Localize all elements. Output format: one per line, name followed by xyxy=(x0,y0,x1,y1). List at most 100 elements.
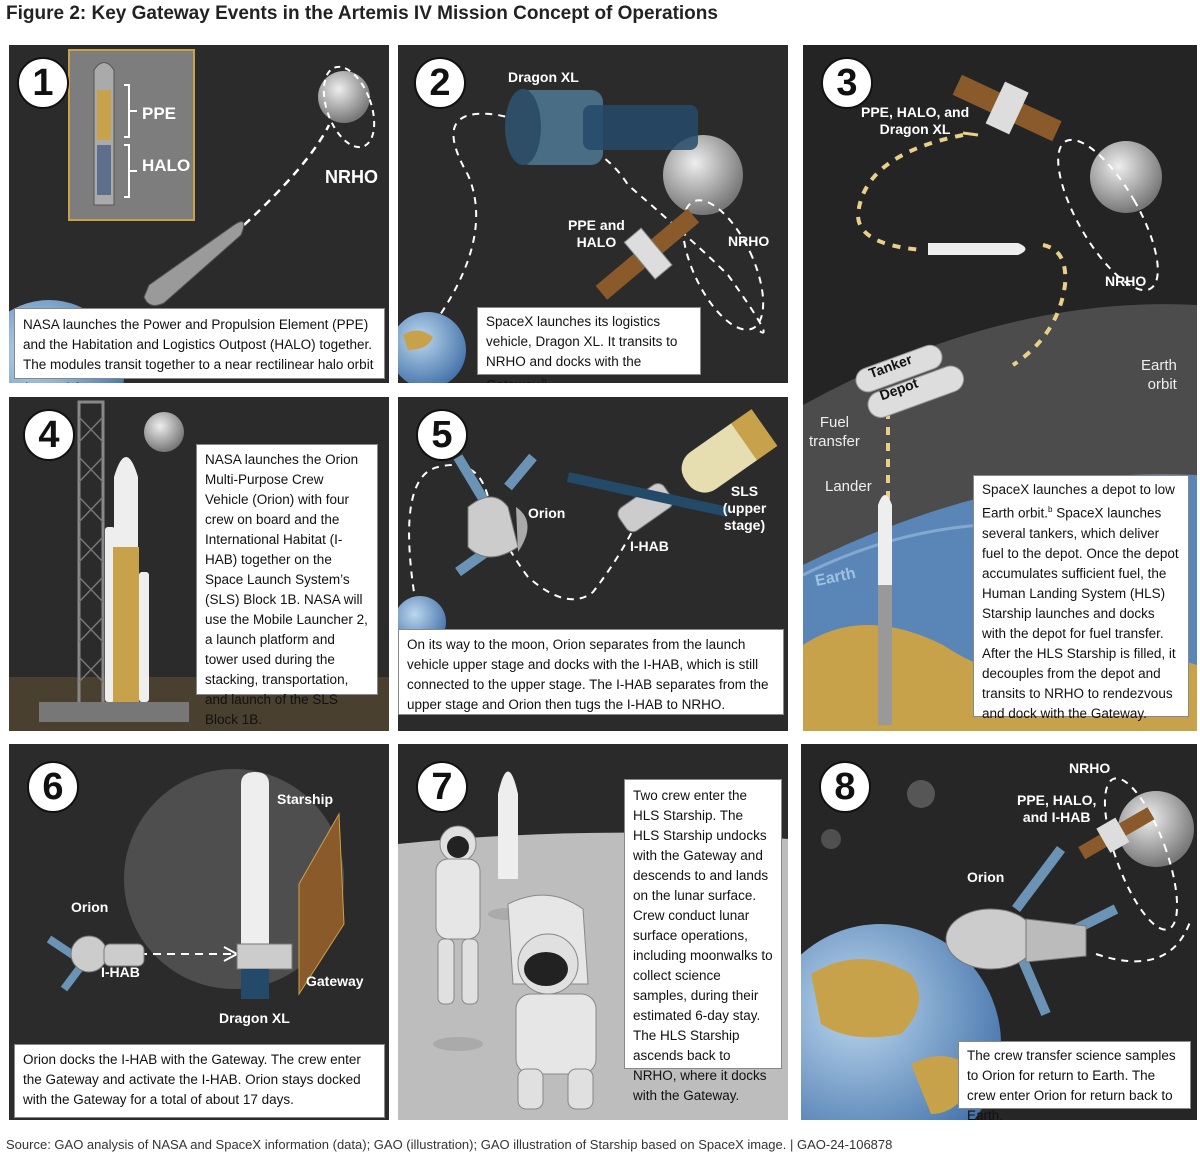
moon-icon xyxy=(318,71,370,123)
gateway-icon xyxy=(952,74,1062,142)
panel-6: 6 Starship Orion I-HAB Gateway Dragon XL… xyxy=(9,744,389,1120)
step-number: 2 xyxy=(414,57,466,109)
caption: Two crew enter the HLS Starship. The HLS… xyxy=(624,779,782,1103)
orion-icon xyxy=(945,846,1119,1016)
label-lander: Lander xyxy=(825,478,872,495)
starship-icon xyxy=(498,771,518,879)
astronaut-standing-icon xyxy=(435,825,481,1005)
moon-icon xyxy=(124,769,344,989)
caption: Orion docks the I-HAB with the Gateway. … xyxy=(14,1044,385,1118)
earth-icon xyxy=(398,312,466,383)
caption: On its way to the moon, Orion separates … xyxy=(398,629,784,715)
caption-text-part2: SpaceX launches several tankers, which d… xyxy=(982,505,1179,721)
moon-icon xyxy=(663,135,743,215)
caption-text: NASA launches the Power and Propulsion E… xyxy=(23,317,374,383)
gateway-ppe-halo-icon xyxy=(595,208,700,300)
orion-ihab-icon xyxy=(46,935,145,992)
label-starship: Starship xyxy=(277,791,334,807)
nrho-orbit-path xyxy=(681,199,765,331)
caption-text: Orion docks the I-HAB with the Gateway. … xyxy=(23,1052,361,1107)
panel-1: 1 PPE HALO NRHO NASA launches the Power … xyxy=(9,45,389,383)
moon-icon xyxy=(144,412,184,452)
caption-text-part1: SpaceX launches a depot to low Earth orb… xyxy=(982,482,1175,521)
gateway-icon xyxy=(1078,807,1155,860)
label-orion: Orion xyxy=(71,899,109,915)
label-nrho: NRHO xyxy=(728,233,770,249)
caption-text: NASA launches the Orion Multi-Purpose Cr… xyxy=(205,452,368,727)
label-ppe-halo: PPE and HALO xyxy=(568,217,625,250)
caption-text: On its way to the moon, Orion separates … xyxy=(407,637,769,712)
caption: SpaceX launches a depot to low Earth orb… xyxy=(973,475,1189,721)
label-nrho: NRHO xyxy=(325,167,378,187)
label-earth-orbit: Earth orbit xyxy=(1141,357,1177,393)
label-ppe-halo-ihab: PPE, HALO, and I-HAB xyxy=(1017,792,1097,825)
launch-platform xyxy=(39,702,189,722)
caption: NASA launches the Orion Multi-Purpose Cr… xyxy=(196,444,378,727)
solar-array xyxy=(566,472,730,517)
dragon-xl-icon xyxy=(505,89,698,165)
step-number: 3 xyxy=(821,57,873,109)
step-number: 5 xyxy=(416,409,468,461)
transit-path xyxy=(408,464,649,618)
moon-icon xyxy=(1090,141,1162,213)
panel-6-illustration xyxy=(46,769,345,999)
label-gateway: Gateway xyxy=(306,973,364,989)
sls-rocket-icon xyxy=(105,457,149,702)
label-ppe: PPE xyxy=(142,104,177,123)
label-dragon-xl: Dragon XL xyxy=(219,1010,290,1026)
ppe-halo-inset xyxy=(68,49,195,221)
mobile-launcher-tower-icon xyxy=(77,400,105,709)
step-number: 8 xyxy=(819,761,871,813)
label-nrho: NRHO xyxy=(1069,760,1111,776)
panel-2-illustration xyxy=(398,89,765,383)
transfer-path-left xyxy=(855,133,964,252)
return-path xyxy=(1095,918,1192,963)
nrho-orbit-path xyxy=(1057,138,1159,292)
sls-upper-stage-icon xyxy=(681,409,778,493)
footnote-marker: b xyxy=(1048,505,1053,514)
gateway-icon xyxy=(236,812,345,999)
label-halo: HALO xyxy=(142,156,191,175)
label-sls-upper-stage: SLS (upper stage) xyxy=(722,483,767,533)
panel-7: 7 Two crew enter the HLS Starship. The H… xyxy=(398,744,788,1120)
label-ihab: I-HAB xyxy=(630,538,669,554)
panel-8: 8 NRHO PPE, HALO, and I-HAB Orion The cr… xyxy=(801,744,1197,1120)
depot-icon xyxy=(867,365,965,418)
step-number: 6 xyxy=(27,761,79,813)
launch-fairing-icon xyxy=(143,221,245,306)
figure-title: Figure 2: Key Gateway Events in the Arte… xyxy=(6,3,718,24)
lander-icon xyxy=(878,495,892,725)
transfer-path-right xyxy=(1011,243,1068,367)
label-fuel-transfer: Fuel transfer xyxy=(809,414,860,450)
astronaut-kneeling-icon xyxy=(507,894,597,1110)
panel-2: 2 Dragon XL PPE and HALO NRHO SpaceX lau… xyxy=(398,45,788,383)
caption-text: Two crew enter the HLS Starship. The HLS… xyxy=(633,788,773,1103)
panel-3: 3 PPE, HALO, and Dragon XL NRHO Earth or… xyxy=(803,45,1197,731)
nrho-orbit-path xyxy=(322,65,376,149)
orion-icon xyxy=(453,453,537,577)
footnote-marker: a xyxy=(76,380,80,383)
source-note: Source: GAO analysis of NASA and SpaceX … xyxy=(6,1137,893,1152)
caption-text: The crew transfer science samples to Ori… xyxy=(967,1048,1176,1120)
label-nrho: NRHO xyxy=(1105,273,1147,289)
tanker-icon xyxy=(855,344,943,393)
step-number: 7 xyxy=(416,761,468,813)
nrho-orbit-path xyxy=(1103,777,1179,931)
label-orion: Orion xyxy=(528,505,566,521)
label-orion: Orion xyxy=(967,869,1005,885)
step-number: 4 xyxy=(23,409,75,461)
label-dragon-xl: Dragon XL xyxy=(508,69,579,85)
caption: SpaceX launches its logistics vehicle, D… xyxy=(477,307,701,383)
footnote-marker: b xyxy=(542,377,547,383)
transit-path xyxy=(243,124,331,226)
caption: The crew transfer science samples to Ori… xyxy=(958,1041,1191,1120)
panel-4: 4 NASA launches the Orion Multi-Purpose … xyxy=(9,397,389,731)
label-ihab: I-HAB xyxy=(101,964,140,980)
moon-icon xyxy=(1118,791,1194,867)
starship-icon xyxy=(928,243,1026,255)
panel-8-illustration xyxy=(801,777,1194,1120)
caption-text: SpaceX launches its logistics vehicle, D… xyxy=(486,314,678,383)
starship-icon xyxy=(241,772,269,959)
label-ppe-halo-dragon: PPE, HALO, and Dragon XL xyxy=(861,104,970,137)
step-number: 1 xyxy=(17,57,69,109)
